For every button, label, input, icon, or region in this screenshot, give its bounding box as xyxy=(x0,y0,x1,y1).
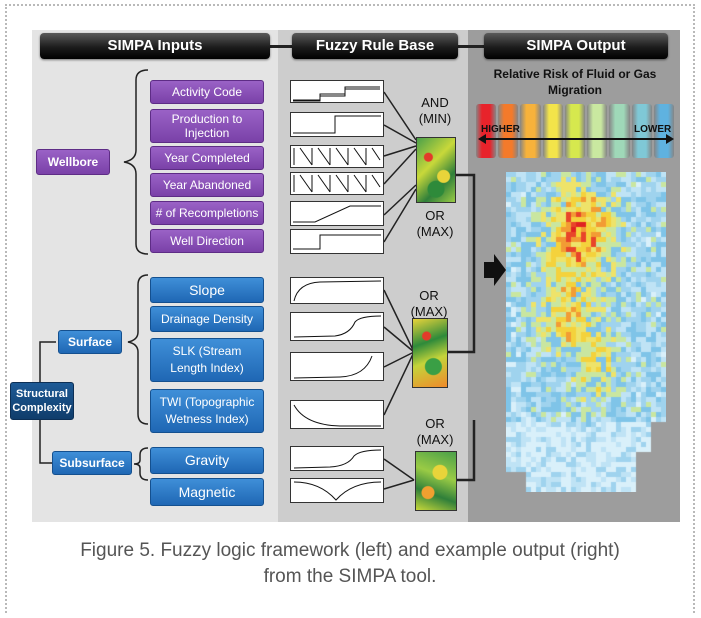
membership-function-well-direction xyxy=(290,229,384,254)
surface-item-drainage-density: Drainage Density xyxy=(150,306,264,332)
structural-to-surface xyxy=(39,341,56,382)
wellbore-item-recompletions: # of Recompletions xyxy=(150,201,264,225)
membership-function-activity-code xyxy=(290,80,384,103)
or-max-label-1: OR (MAX) xyxy=(416,208,454,239)
subsurface-output-thumbnail xyxy=(415,451,457,511)
risk-legend-scale xyxy=(476,104,676,158)
membership-function-gravity xyxy=(290,446,384,471)
output-arrow xyxy=(484,254,506,286)
wellbore-box: Wellbore xyxy=(36,149,110,175)
rules-header: Fuzzy Rule Base xyxy=(292,33,458,59)
wellbore-item-year-abandoned: Year Abandoned xyxy=(150,173,264,197)
subsurface-item-magnetic: Magnetic xyxy=(150,478,264,506)
membership-function-slope xyxy=(290,277,384,304)
membership-function-year-abandoned xyxy=(290,172,384,195)
membership-function-recompletions xyxy=(290,201,384,226)
and-min-label: AND (MIN) xyxy=(418,95,452,126)
header-connector xyxy=(270,45,292,48)
legend-swatch xyxy=(498,104,519,158)
output-header: SIMPA Output xyxy=(484,33,668,59)
legend-swatch xyxy=(564,104,586,158)
subsurface-brace xyxy=(133,447,149,481)
wellbore-item-year-completed: Year Completed xyxy=(150,146,264,170)
legend-higher-label: HIGHER xyxy=(481,124,520,135)
membership-function-twi xyxy=(290,400,384,429)
membership-function-drainage-density xyxy=(290,312,384,341)
surface-item-slope: Slope xyxy=(150,277,264,303)
structural-complexity-box: Structural Complexity xyxy=(10,382,74,420)
header-connector xyxy=(458,45,484,48)
membership-function-production-to-injection xyxy=(290,112,384,137)
legend-lower-label: LOWER xyxy=(634,124,672,135)
or-max-label-2: OR (MAX) xyxy=(410,288,448,319)
subsurface-box: Subsurface xyxy=(52,451,132,475)
legend-swatch xyxy=(631,104,652,158)
legend-double-arrow xyxy=(478,134,674,144)
legend-swatch xyxy=(653,104,674,158)
wellbore-brace xyxy=(123,69,149,255)
membership-function-slk xyxy=(290,352,384,381)
legend-swatch xyxy=(587,104,608,158)
risk-map xyxy=(506,172,666,492)
membership-function-year-completed xyxy=(290,145,384,168)
inputs-header: SIMPA Inputs xyxy=(40,33,270,59)
figure-frame xyxy=(5,4,695,613)
surface-item-twi: TWI (Topographic Wetness Index) xyxy=(150,389,264,433)
surface-box: Surface xyxy=(58,330,122,354)
wellbore-item-production-to-injection: Production to Injection xyxy=(150,109,264,143)
surface-item-slk: SLK (Stream Length Index) xyxy=(150,338,264,382)
structural-to-subsurface xyxy=(39,420,52,464)
legend-swatch xyxy=(542,104,563,158)
subsurface-item-gravity: Gravity xyxy=(150,447,264,474)
legend-swatch xyxy=(609,104,630,158)
wellbore-item-activity-code: Activity Code xyxy=(150,80,264,104)
membership-function-magnetic xyxy=(290,478,384,503)
and-output-thumbnail xyxy=(416,137,456,203)
legend-swatch xyxy=(476,104,497,158)
surface-output-thumbnail xyxy=(412,318,448,388)
risk-legend-title: Relative Risk of Fluid or Gas Migration xyxy=(493,67,657,97)
figure-caption: Figure 5. Fuzzy logic framework (left) a… xyxy=(80,540,620,587)
legend-swatch xyxy=(520,104,541,158)
or-max-label-3: OR (MAX) xyxy=(416,416,454,447)
surface-brace xyxy=(127,274,149,425)
wellbore-item-well-direction: Well Direction xyxy=(150,229,264,253)
